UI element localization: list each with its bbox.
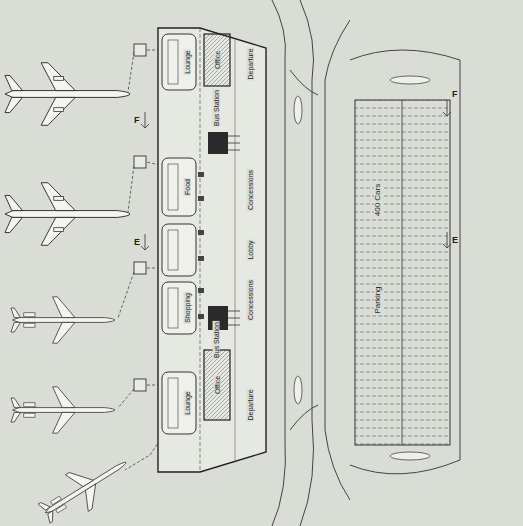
room-name: Lounge (183, 390, 190, 415)
room-label: Office (206, 56, 228, 65)
room-label: Departure (232, 401, 267, 410)
room-label: Bus Station (196, 104, 236, 113)
room-name: Departure (246, 388, 253, 421)
room-label: Lounge (173, 399, 200, 408)
room-name: Office (214, 375, 221, 395)
room-label: Lounge (173, 58, 200, 67)
room-label: Concessions (228, 186, 272, 195)
room-name: Parking (374, 285, 382, 314)
room-label: Bus Station (196, 336, 236, 345)
room-label: Food (177, 183, 197, 192)
parking-lot: 400 CarsParking (355, 100, 450, 445)
room-name: Bus Station (213, 89, 220, 127)
section-marker: F (452, 90, 458, 99)
room-name: Food (184, 178, 191, 196)
room-name: Lobby (246, 239, 253, 260)
room-label: Departure (232, 60, 267, 69)
room-name: Lounge (183, 49, 190, 74)
room-name: Bus Station (213, 321, 220, 359)
room-name: Concessions (246, 169, 253, 211)
room-name: Office (214, 50, 221, 70)
section-marker: F (134, 116, 140, 125)
room-label: Lobby (238, 246, 261, 255)
room-name: Shopping (184, 292, 191, 324)
section-marker: E (134, 238, 140, 247)
room-name: 400 Cars (374, 183, 382, 217)
room-name: Concessions (246, 279, 253, 321)
room-label: Shopping (170, 304, 204, 313)
room-label: Concessions (228, 296, 272, 305)
room-label: Office (206, 381, 228, 390)
room-name: Departure (246, 47, 253, 80)
section-marker: E (452, 236, 458, 245)
